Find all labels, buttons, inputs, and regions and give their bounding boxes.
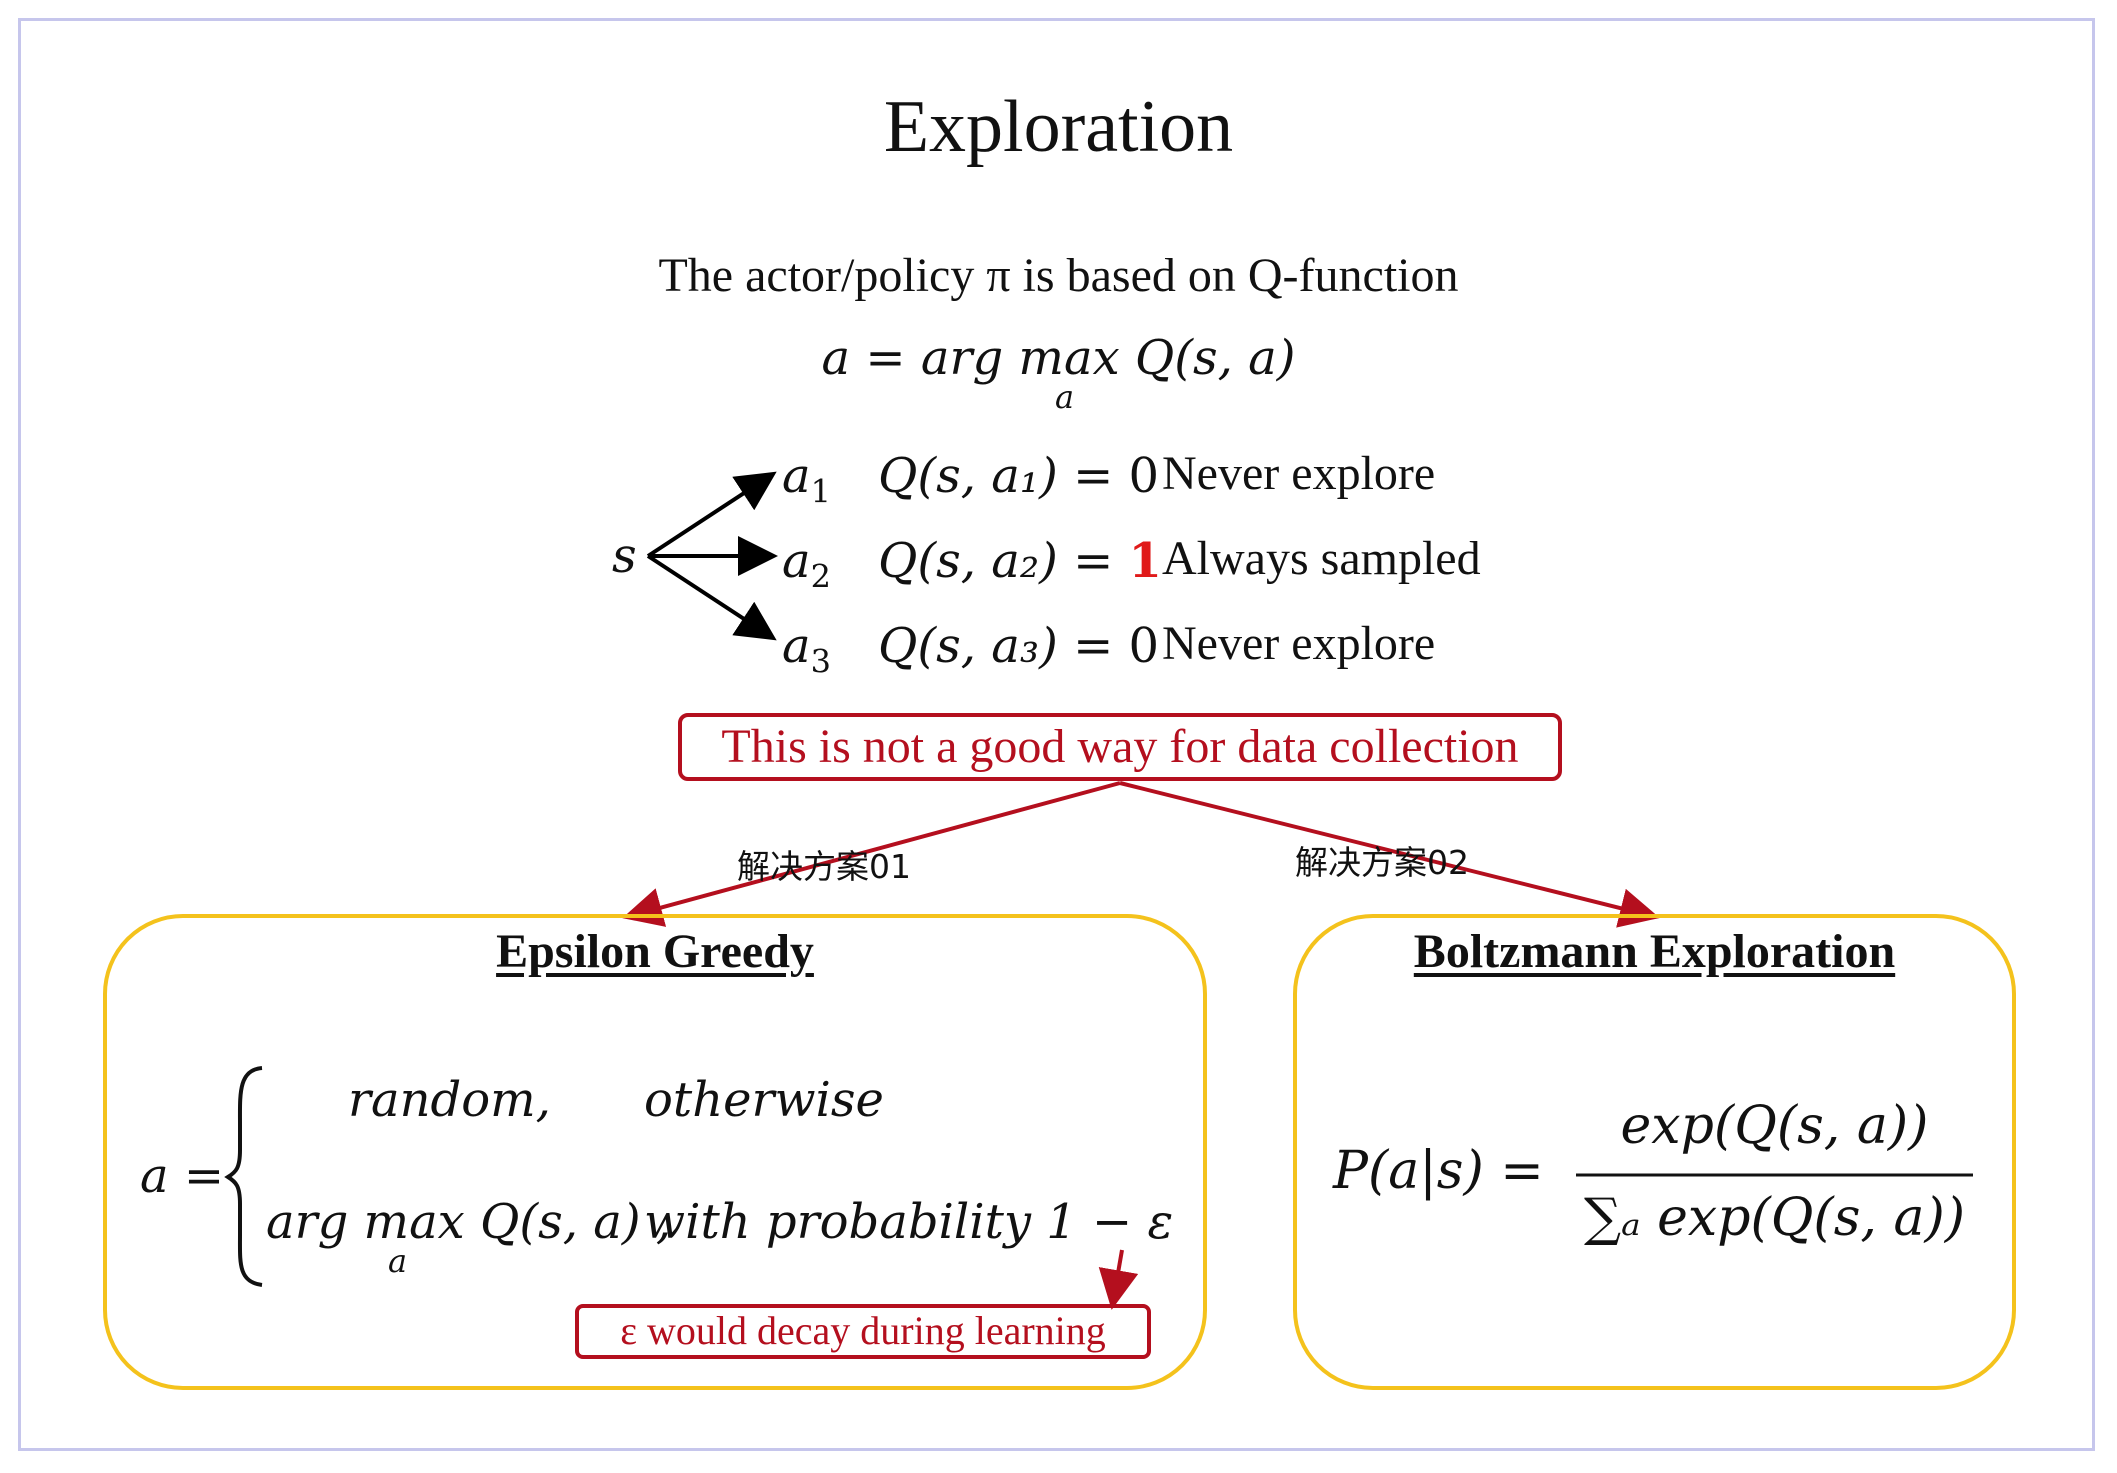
cases-brace — [224, 1066, 263, 1287]
row-note: Never explore — [1162, 617, 1436, 670]
q-expression: Q(s, a₂) = — [878, 533, 1129, 589]
boltzmann-numerator: exp(Q(s, a)) — [1620, 1096, 1929, 1156]
case-argmax-value: arg max Q(s, a) , — [266, 1194, 672, 1250]
argmax-formula: a = arg max Q(s, a) — [821, 330, 1296, 386]
row-note: Always sampled — [1162, 532, 1481, 585]
case-random-value: random, — [348, 1072, 551, 1128]
case-random-condition: otherwise — [644, 1072, 884, 1128]
argmax-subscript: a — [1055, 378, 1075, 416]
action-index: 3 — [810, 642, 831, 681]
boltzmann-box — [1293, 914, 2016, 1390]
solution-label-02: 解决方案02 — [1295, 843, 1469, 882]
state-label: s — [612, 528, 637, 584]
action-label: a — [782, 533, 811, 589]
epsilon-greedy-box — [103, 914, 1207, 1390]
slide-subtitle: The actor/policy π is based on Q-functio… — [658, 249, 1459, 302]
branch-arrow-3 — [646, 554, 777, 641]
epsilon-lhs: a = — [140, 1148, 225, 1204]
q-expression: Q(s, a₁) = — [878, 448, 1129, 504]
action-index: 1 — [810, 472, 831, 511]
slide-frame — [18, 18, 2095, 1451]
case-argmax-condition: with probability 1 − ε — [644, 1194, 1174, 1250]
q-value-highlight: 1 — [1128, 533, 1162, 589]
case-argmax-subscript: a — [388, 1242, 408, 1280]
boltzmann-title: Boltzmann Exploration — [1413, 925, 1896, 978]
boltzmann-denominator: ∑ₐ exp(Q(s, a)) — [1583, 1188, 1966, 1248]
q-expression: Q(s, a₃) = — [878, 618, 1129, 674]
epsilon-greedy-title: Epsilon Greedy — [496, 925, 814, 978]
solution-arrow-left — [622, 781, 1121, 927]
action-label: a — [782, 618, 811, 674]
solution-arrow-right — [1119, 781, 1660, 928]
epsilon-note-arrow — [1098, 1249, 1139, 1310]
q-value: 0 — [1128, 448, 1160, 504]
warning-box: This is not a good way for data collecti… — [678, 713, 1562, 781]
branch-arrow-1 — [646, 471, 777, 558]
row-note: Never explore — [1162, 447, 1436, 500]
boltzmann-lhs: P(a|s) = — [1333, 1141, 1544, 1201]
slide-title: Exploration — [883, 86, 1234, 168]
action-label: a — [782, 448, 811, 504]
solution-label-01: 解决方案01 — [737, 847, 911, 886]
epsilon-decay-note: ε would decay during learning — [575, 1304, 1151, 1359]
q-value: 0 — [1128, 618, 1160, 674]
action-index: 2 — [810, 557, 831, 596]
